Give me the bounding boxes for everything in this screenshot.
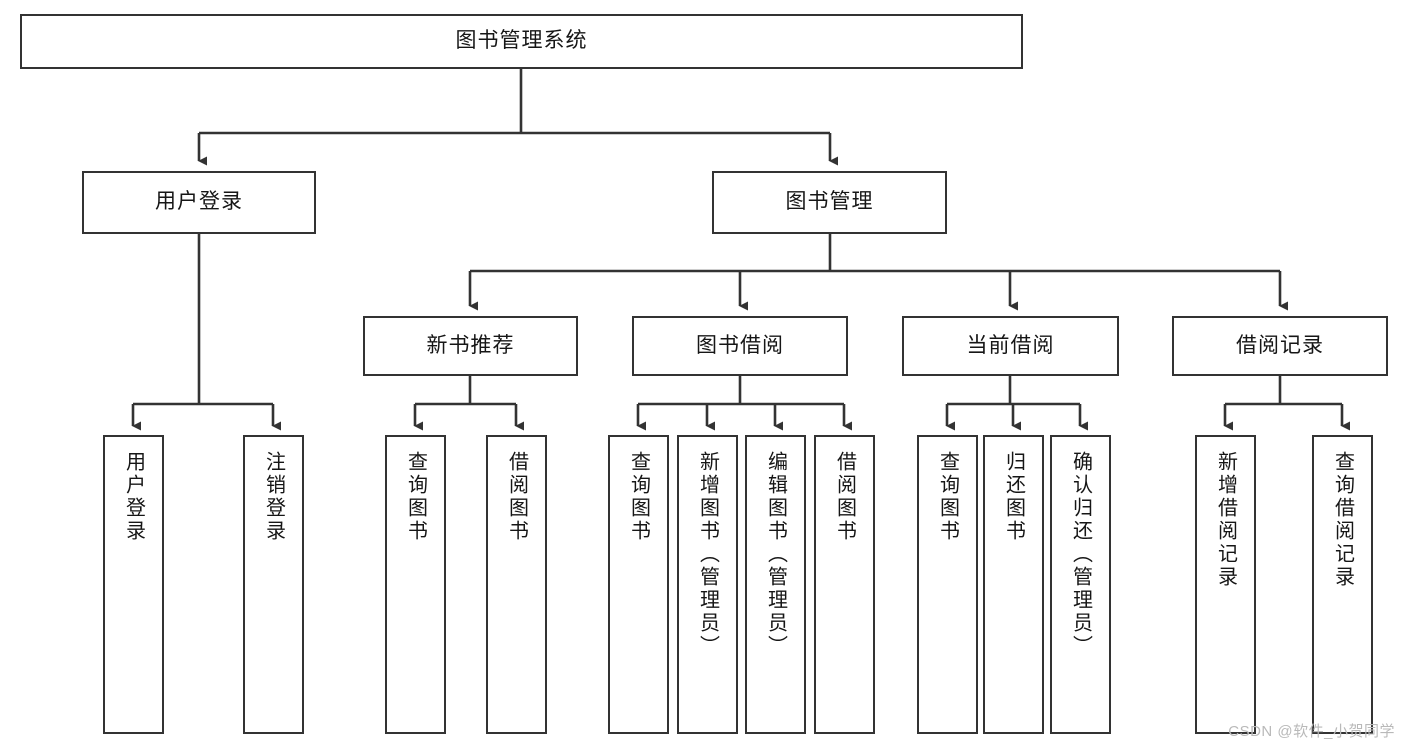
node-label: 编辑图书（管理员）	[764, 451, 787, 658]
node-label: 新增借阅记录	[1214, 451, 1237, 589]
leaf-user-login[interactable]: 用户登录	[103, 435, 164, 734]
watermark-text: CSDN @软件_小贺同学	[1228, 723, 1395, 740]
leaf-query-books-current[interactable]: 查询图书	[917, 435, 978, 734]
node-root-book-management-system[interactable]: 图书管理系统	[20, 14, 1023, 69]
node-current-borrowing[interactable]: 当前借阅	[902, 316, 1119, 376]
leaf-logout[interactable]: 注销登录	[243, 435, 304, 734]
node-borrowing-records[interactable]: 借阅记录	[1172, 316, 1388, 376]
node-user-login[interactable]: 用户登录	[82, 171, 316, 234]
node-label: 图书借阅	[696, 333, 784, 357]
node-label: 用户登录	[122, 451, 145, 543]
node-label: 查询图书	[936, 451, 959, 543]
node-label: 确认归还（管理员）	[1069, 451, 1092, 658]
node-label: 图书管理	[785, 190, 874, 214]
node-label: 查询借阅记录	[1331, 451, 1354, 589]
node-label: 用户登录	[155, 190, 243, 214]
node-label: 查询图书	[627, 451, 650, 543]
node-book-borrowing[interactable]: 图书借阅	[632, 316, 848, 376]
leaf-return-books[interactable]: 归还图书	[983, 435, 1044, 734]
node-label: 当前借阅	[966, 333, 1055, 357]
node-label: 查询图书	[404, 451, 427, 543]
node-label: 新书推荐	[426, 333, 515, 357]
node-label: 注销登录	[262, 451, 285, 543]
node-label: 图书管理系统	[455, 29, 588, 53]
leaf-borrow-books-borrowing[interactable]: 借阅图书	[814, 435, 875, 734]
node-label: 新增图书（管理员）	[696, 451, 719, 658]
leaf-borrow-books-recommendation[interactable]: 借阅图书	[486, 435, 547, 734]
leaf-confirm-return-admin[interactable]: 确认归还（管理员）	[1050, 435, 1111, 734]
leaf-query-borrow-record[interactable]: 查询借阅记录	[1312, 435, 1373, 734]
node-label: 借阅图书	[833, 451, 856, 543]
node-label: 借阅记录	[1236, 333, 1324, 357]
node-new-book-recommendation[interactable]: 新书推荐	[363, 316, 578, 376]
leaf-query-books-borrowing[interactable]: 查询图书	[608, 435, 669, 734]
leaf-add-book-admin[interactable]: 新增图书（管理员）	[677, 435, 738, 734]
leaf-query-books-recommendation[interactable]: 查询图书	[385, 435, 446, 734]
node-label: 归还图书	[1002, 451, 1025, 543]
node-label: 借阅图书	[505, 451, 528, 543]
node-book-management[interactable]: 图书管理	[712, 171, 947, 234]
leaf-add-borrow-record[interactable]: 新增借阅记录	[1195, 435, 1256, 734]
leaf-edit-book-admin[interactable]: 编辑图书（管理员）	[745, 435, 806, 734]
